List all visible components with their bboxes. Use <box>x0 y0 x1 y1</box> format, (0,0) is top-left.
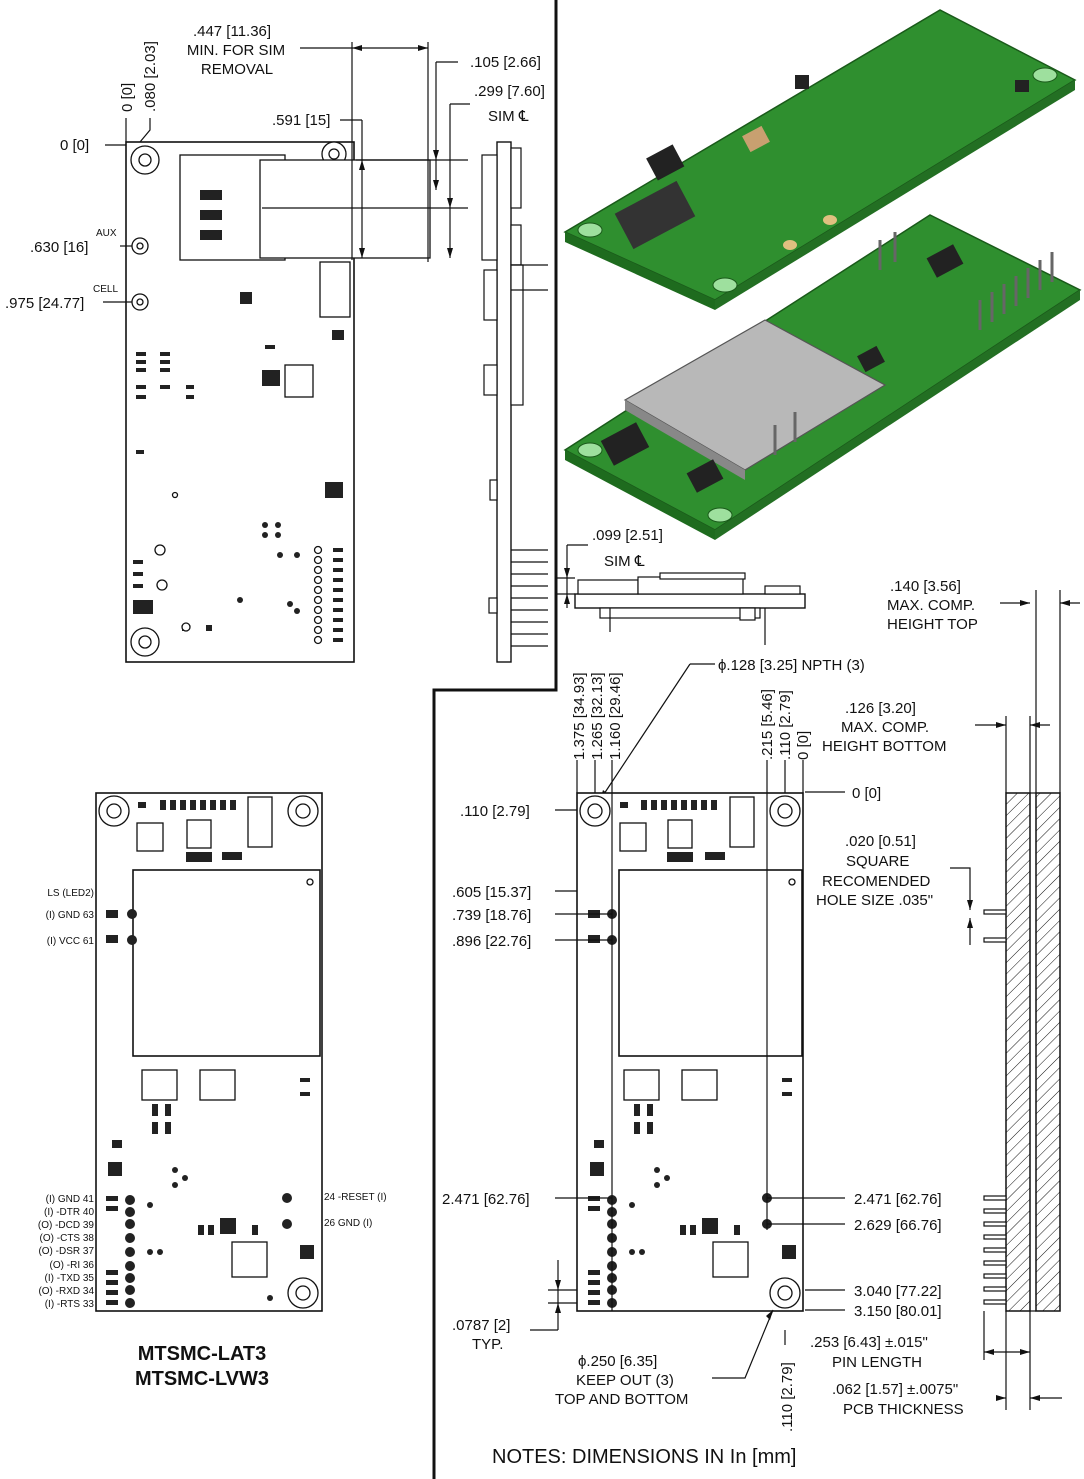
dim-591: .591 [15] <box>272 112 330 129</box>
module-render-bottom <box>563 214 1082 540</box>
cell-label: CELL <box>93 284 118 295</box>
aux-label: AUX <box>96 228 117 239</box>
dim-975: .975 [24.77] <box>5 295 84 312</box>
dim-3150: 3.150 [80.01] <box>854 1303 942 1320</box>
height-bottom-label2: HEIGHT BOTTOM <box>822 738 946 755</box>
dim-896: .896 [22.76] <box>452 933 531 950</box>
pin-label-right: 26 GND (I) <box>324 1218 372 1229</box>
height-bottom-dim: .126 [3.20] <box>845 700 916 717</box>
side-view-vertical <box>481 141 548 663</box>
pin-label: (I) GND 41 <box>46 1194 95 1205</box>
dim-vert: .110 [2.79] <box>777 690 794 760</box>
pin-label: (O) -CTS 38 <box>40 1233 95 1244</box>
dim-099: .099 [2.51] <box>592 527 663 544</box>
sim-centerline-side: SIM ℄ <box>604 553 645 570</box>
dim-3040: 3.040 [77.22] <box>854 1283 942 1300</box>
npth-note: ϕ.128 [3.25] NPTH (3) <box>718 657 865 674</box>
dim-0787-typ: TYP. <box>472 1336 503 1353</box>
sim-centerline-top: SIM ℄ <box>488 108 529 125</box>
bottom-right-dims: 1.375 [34.93] 1.265 [32.13] 1.160 [29.46… <box>442 672 964 1432</box>
height-top-dim: .140 [3.56] <box>890 578 961 595</box>
pin-label: (O) -DCD 39 <box>38 1220 95 1231</box>
notes: NOTES: DIMENSIONS IN In [mm] <box>492 1446 796 1468</box>
dim-vert: 1.375 [34.93] <box>571 672 588 760</box>
dim-105: .105 [2.66] <box>470 54 541 71</box>
pin-length-label: PIN LENGTH <box>832 1354 922 1371</box>
keepout-label: KEEP OUT (3) <box>576 1372 674 1389</box>
square-hole-label3: HOLE SIZE .035" <box>816 892 933 909</box>
height-top-label2: HEIGHT TOP <box>887 616 978 633</box>
model-name-1: MTSMC-LAT3 <box>138 1343 267 1365</box>
pin-label-right: 24 -RESET (I) <box>324 1192 387 1203</box>
bottom-left-pin-labels: LS (LED2) (I) GND 63 (I) VCC 61 (I) GND … <box>38 888 387 1310</box>
pin-label: LS (LED2) <box>47 888 94 899</box>
dim-739: .739 [18.76] <box>452 907 531 924</box>
dim-vert: 1.265 [32.13] <box>589 672 606 760</box>
pin-label: (O) -DSR 37 <box>38 1246 94 1257</box>
dim-299: .299 [7.60] <box>474 83 545 100</box>
side-view-horizontal <box>555 544 806 645</box>
dim-080: .080 [2.03] <box>142 41 159 112</box>
module-render-top <box>563 9 1077 310</box>
dim-605: .605 [15.37] <box>452 884 531 901</box>
dim-0-horiz: 0 [0] <box>60 137 89 154</box>
dim-110-bottom: .110 [2.79] <box>779 1362 796 1432</box>
dim-vert: 0 [0] <box>795 731 812 760</box>
model-name-2: MTSMC-LVW3 <box>135 1368 269 1390</box>
bottom-view-left <box>95 792 323 1312</box>
edge-view <box>983 590 1062 1410</box>
sim-removal-label: MIN. FOR SIM <box>187 42 285 59</box>
dim-2629: 2.629 [66.76] <box>854 1217 942 1234</box>
dim-vert: 1.160 [29.46] <box>607 672 624 760</box>
pin-label: (I) VCC 61 <box>47 936 95 947</box>
pcb-thickness-dim: .062 [1.57] ±.0075" <box>832 1381 958 1398</box>
keepout-label2: TOP AND BOTTOM <box>555 1391 688 1408</box>
dim-0-right: 0 [0] <box>852 785 881 802</box>
keepout-dim: ϕ.250 [6.35] <box>578 1353 657 1370</box>
dim-2471-left: 2.471 [62.76] <box>442 1191 530 1208</box>
height-bottom-label: MAX. COMP. <box>841 719 929 736</box>
sim-card <box>259 159 431 259</box>
dim-110: .110 [2.79] <box>460 803 530 820</box>
pin-label: (O) -RI 36 <box>50 1260 95 1271</box>
square-hole-label2: RECOMENDED <box>822 873 931 890</box>
sim-removal-label2: REMOVAL <box>201 61 273 78</box>
crystal <box>319 261 351 318</box>
pin-label: (O) -RXD 34 <box>38 1286 94 1297</box>
square-hole-label: SQUARE <box>846 853 909 870</box>
dim-0787: .0787 [2] <box>452 1317 510 1334</box>
pcb-thickness-label: PCB THICKNESS <box>843 1401 964 1418</box>
bottom-view-right <box>530 760 845 1379</box>
pin-label: (I) GND 63 <box>46 910 95 921</box>
sim-removal-dim: .447 [11.36] <box>193 23 271 40</box>
dim-2471-right: 2.471 [62.76] <box>854 1191 942 1208</box>
height-top-label: MAX. COMP. <box>887 597 975 614</box>
dim-0-vert: 0 [0] <box>119 83 136 112</box>
section-divider <box>432 0 558 1479</box>
dim-vert: .215 [5.46] <box>759 689 776 760</box>
square-hole-dim: .020 [0.51] <box>845 833 916 850</box>
top-view <box>103 42 470 663</box>
pin-label: (I) -RTS 33 <box>45 1299 95 1310</box>
pin-label: (I) -TXD 35 <box>45 1273 95 1284</box>
pin-label: (I) -DTR 40 <box>44 1207 94 1218</box>
pin-length-dim: .253 [6.43] ±.015" <box>810 1334 928 1351</box>
dim-630: .630 [16] <box>30 239 88 256</box>
